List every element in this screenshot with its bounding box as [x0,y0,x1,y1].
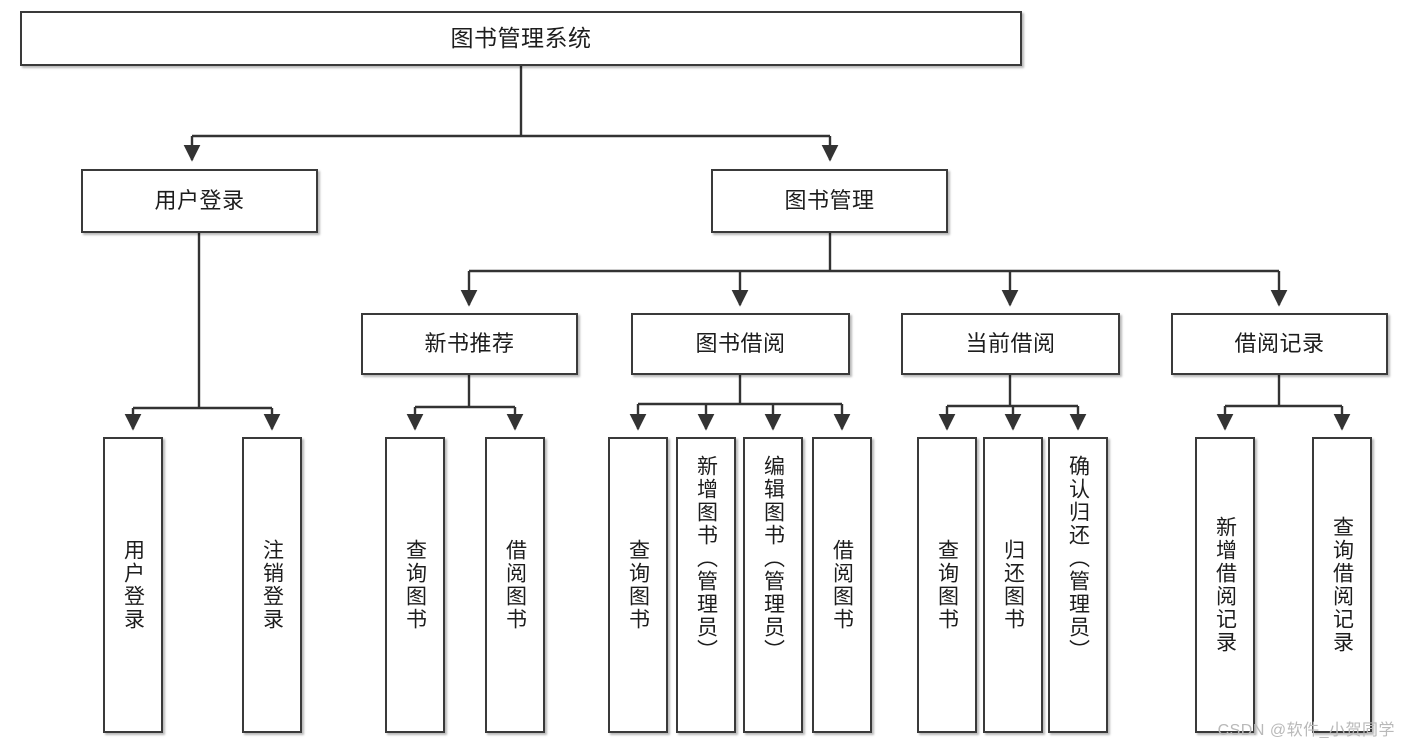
node-borrow-record[interactable]: 借阅记录 [1171,313,1388,375]
node-root-book-management-system[interactable]: 图书管理系统 [20,11,1022,66]
node-label: 编辑图书（管理员） [761,455,785,662]
node-current-borrow[interactable]: 当前借阅 [901,313,1120,375]
leaf-query-borrow-record[interactable]: 查询借阅记录 [1312,437,1372,733]
node-label: 图书管理 [784,187,875,213]
node-label: 新增借阅记录 [1213,516,1237,654]
node-label: 图书借阅 [695,330,786,356]
node-label: 查询借阅记录 [1330,516,1354,654]
leaf-return-book[interactable]: 归还图书 [983,437,1043,733]
leaf-query-book-borrow[interactable]: 查询图书 [608,437,668,733]
node-label: 查询图书 [626,539,650,631]
node-label: 注销登录 [260,539,284,631]
node-label: 图书管理系统 [450,24,592,51]
leaf-logout-login[interactable]: 注销登录 [242,437,302,733]
node-label: 新书推荐 [424,330,515,356]
node-user-login[interactable]: 用户登录 [81,169,318,233]
leaf-borrow-book-recommend[interactable]: 借阅图书 [485,437,545,733]
node-label: 查询图书 [403,539,427,631]
leaf-add-borrow-record[interactable]: 新增借阅记录 [1195,437,1255,733]
node-label: 当前借阅 [965,330,1056,356]
node-label: 查询图书 [935,539,959,631]
node-label: 确认归还（管理员） [1066,455,1090,662]
leaf-add-book-admin[interactable]: 新增图书（管理员） [676,437,736,733]
node-label: 借阅记录 [1234,330,1325,356]
leaf-user-login[interactable]: 用户登录 [103,437,163,733]
node-label: 归还图书 [1001,539,1025,631]
leaf-confirm-return-admin[interactable]: 确认归还（管理员） [1048,437,1108,733]
node-label: 借阅图书 [830,539,854,631]
leaf-query-book-current[interactable]: 查询图书 [917,437,977,733]
node-label: 借阅图书 [503,539,527,631]
node-new-book-recommend[interactable]: 新书推荐 [361,313,578,375]
node-book-manage[interactable]: 图书管理 [711,169,948,233]
leaf-query-book-recommend[interactable]: 查询图书 [385,437,445,733]
node-label: 用户登录 [121,539,145,631]
node-label: 新增图书（管理员） [694,455,718,662]
leaf-borrow-book[interactable]: 借阅图书 [812,437,872,733]
node-label: 用户登录 [154,187,245,213]
leaf-edit-book-admin[interactable]: 编辑图书（管理员） [743,437,803,733]
node-book-borrow[interactable]: 图书借阅 [631,313,850,375]
